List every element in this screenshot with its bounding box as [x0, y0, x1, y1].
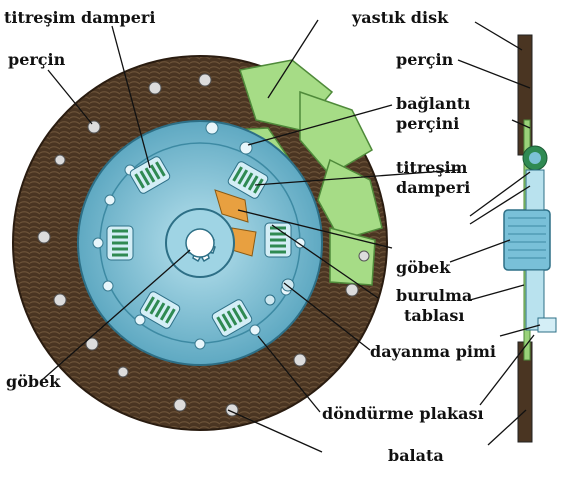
label-gobek-right: göbek — [396, 258, 451, 277]
label-titresim-damperi-right-line1: titreşim — [396, 158, 468, 177]
label-titresim-damperi-right-line2: damperi — [396, 178, 471, 197]
label-dondurme-plakasi: döndürme plakası — [322, 404, 484, 423]
side-section-view — [503, 34, 557, 443]
label-dayanma-pimi: dayanma pimi — [370, 342, 496, 361]
stop-pins — [264, 278, 295, 306]
label-burulma-tablasi-line1: burulma — [396, 286, 473, 305]
torsion-plate-parts — [214, 189, 257, 257]
label-titresim-damperi-top: titreşim damperi — [4, 8, 156, 27]
damper-springs — [106, 156, 292, 337]
label-yastik-disk: yastık disk — [352, 8, 449, 27]
label-gobek-left: göbek — [6, 372, 61, 391]
label-percin-left: perçin — [8, 50, 66, 69]
label-percin-right: perçin — [396, 50, 454, 69]
hub — [165, 208, 235, 278]
cushion-disk — [228, 59, 383, 286]
label-baglanti-percini-line1: bağlantı — [396, 94, 471, 113]
label-baglanti-percini-line2: perçini — [396, 114, 460, 133]
leader-lines — [41, 19, 541, 453]
lining-rivets — [37, 73, 370, 417]
label-balata: balata — [388, 446, 444, 465]
label-burulma-tablasi-line2: tablası — [404, 306, 465, 325]
